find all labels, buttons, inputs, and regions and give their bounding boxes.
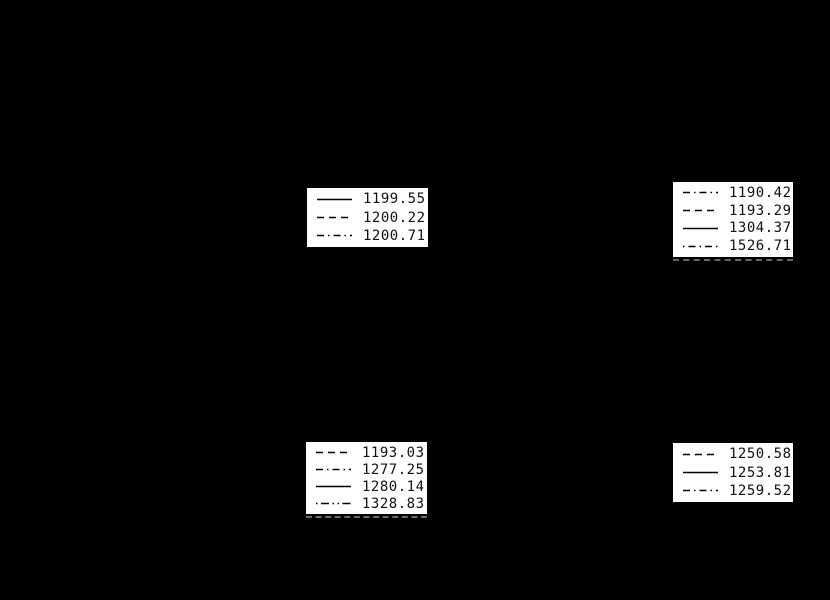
legend-entry-label: 1304.37 [729,220,792,237]
legend-entry-label: 1193.03 [362,444,425,461]
legend-bottom-left: 1193.03 1277.25 1280.14 1328.83 [306,442,427,514]
line-sample-dashdot-icon [683,489,718,492]
legend-entry: 1280.14 [315,478,427,495]
legend-entry: 1200.22 [316,209,428,227]
legend-entry-label: 1253.81 [729,464,792,481]
legend-entry: 1193.29 [682,202,793,220]
line-sample-dashdot-icon [683,192,718,194]
line-sample-solid-icon [316,485,351,488]
legend-entry: 1259.52 [682,482,793,500]
line-sample-dashed-icon [683,453,718,456]
legend-entry: 1250.58 [682,445,793,463]
legend-entry-label: 1259.52 [729,482,792,499]
legend-entry-label: 1277.25 [362,461,425,478]
legend-entry-label: 1200.22 [363,209,426,226]
line-sample-dashed-icon [683,209,718,212]
legend-entry-label: 1200.71 [363,227,426,244]
legend-entry: 1253.81 [682,464,793,482]
legend-entry: 1526.71 [682,237,793,255]
legend-entry-label: 1526.71 [729,238,792,255]
legend-top-left: 1199.55 1200.22 1200.71 [307,188,428,247]
legend-top-right: 1190.42 1193.29 1304.37 1526.71 [673,182,793,257]
legend-entry-label: 1250.58 [729,446,792,463]
line-sample-dashdot-icon [317,234,352,237]
legend-entry-label: 1190.42 [729,184,792,201]
legend-entry: 1193.03 [315,444,427,461]
line-sample-dotdash-icon [683,245,718,247]
clipped-legend-row [673,259,793,261]
legend-bottom-right: 1250.58 1253.81 1259.52 [673,443,793,502]
line-sample-dashdotdot-icon [316,502,351,505]
line-sample-dashed-icon [316,451,351,454]
clipped-legend-row [306,516,427,518]
legend-entry-label: 1328.83 [362,495,425,512]
legend-entry-label: 1280.14 [362,478,425,495]
legend-entry: 1200.71 [316,227,428,245]
line-sample-solid-icon [683,471,718,474]
line-sample-solid-icon [317,198,352,201]
line-sample-dashed-icon [317,216,352,219]
line-sample-dashdot-icon [316,468,351,471]
line-sample-solid-icon [683,227,718,230]
legend-entry: 1199.55 [316,190,428,208]
legend-entry-label: 1199.55 [363,191,426,208]
legend-entry: 1190.42 [682,184,793,202]
legend-entry: 1277.25 [315,461,427,478]
legend-entry: 1328.83 [315,495,427,512]
legend-entry-label: 1193.29 [729,202,792,219]
legend-entry: 1304.37 [682,220,793,238]
